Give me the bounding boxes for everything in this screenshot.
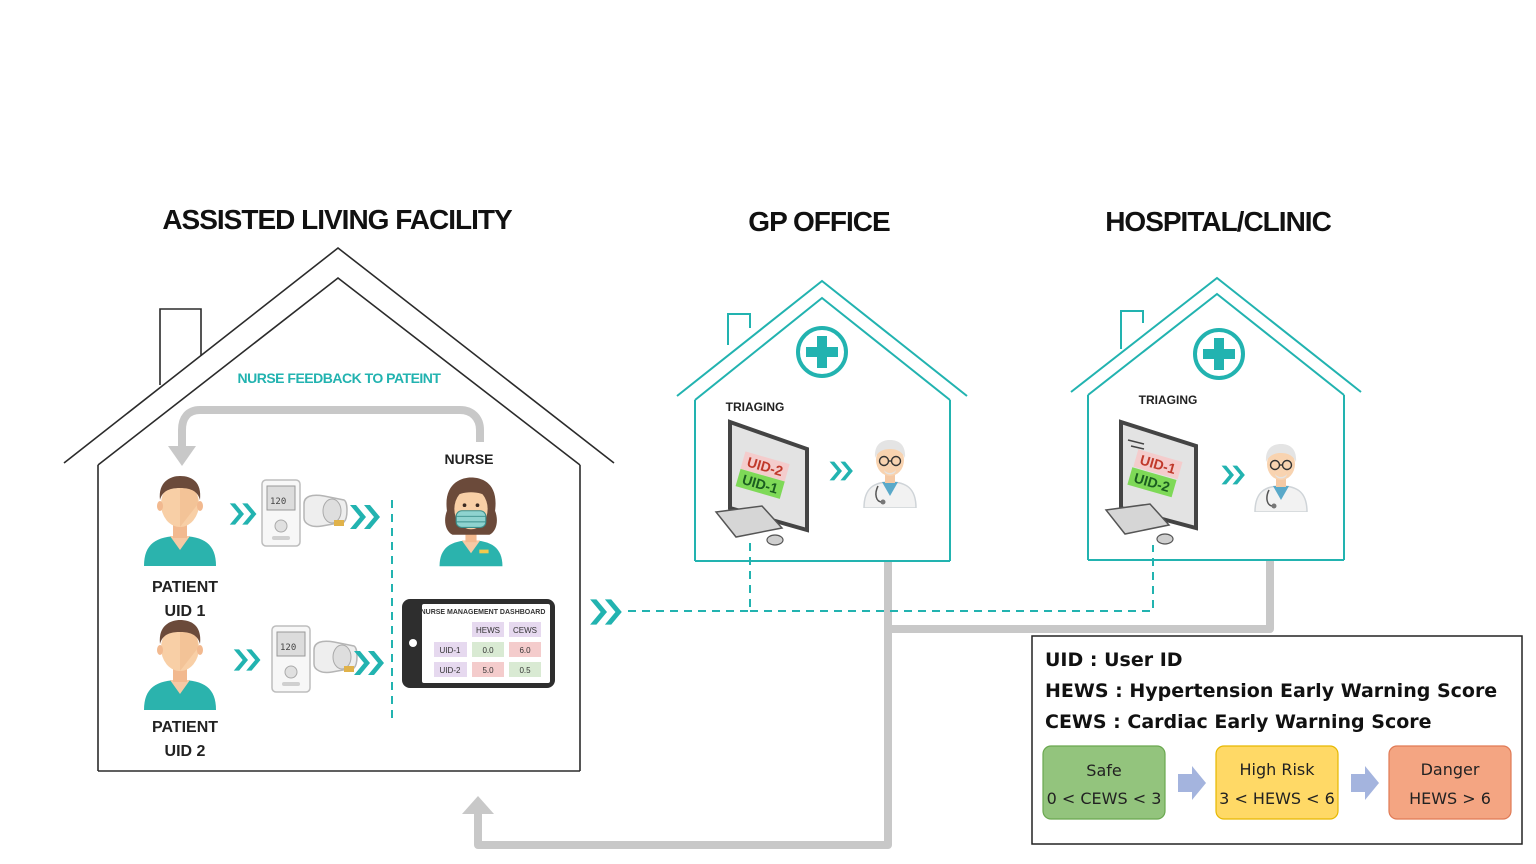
- hospital-triaging-label: TRIAGING: [1139, 393, 1198, 407]
- legend-line-uid: UID : User ID: [1045, 649, 1183, 671]
- level-danger-range: HEWS > 6: [1409, 789, 1491, 808]
- patient-avatar-icon: [144, 620, 216, 710]
- level-arrow-2: [1351, 766, 1379, 800]
- double-chevron-icon: [590, 599, 622, 625]
- double-chevron-icon: [829, 461, 853, 481]
- gp-office-house: [676, 279, 968, 562]
- return-path: [474, 560, 1274, 849]
- assisted-living-house: [63, 246, 615, 772]
- nurse-feedback-label: NURSE FEEDBACK TO PATEINT: [238, 370, 442, 386]
- dashboard-title: NURSE MANAGEMENT DASHBOARD: [421, 609, 546, 616]
- gp-office-title: GP OFFICE: [748, 206, 890, 237]
- hospital-house: [1070, 276, 1362, 561]
- assisted-living-title: ASSISTED LIVING FACILITY: [162, 204, 513, 235]
- patient-2-label-line1: PATIENT: [152, 719, 218, 736]
- nurse-label: NURSE: [444, 451, 493, 467]
- level-arrow-1: [1178, 766, 1206, 800]
- gp-triaging-label: TRIAGING: [726, 400, 785, 414]
- blood-pressure-monitor-icon: [271, 625, 358, 693]
- dashboard-row2-uid: UID-2: [440, 666, 461, 675]
- patient-avatar-icon: [144, 476, 216, 566]
- data-transmission-line: [628, 540, 1154, 612]
- dashboard-row1-uid: UID-1: [440, 646, 461, 655]
- double-chevron-icon: [233, 649, 261, 671]
- double-chevron-icon: [350, 505, 380, 529]
- dashboard-row2-hews: 5.0: [482, 666, 494, 675]
- blood-pressure-monitor-icon: [261, 479, 348, 547]
- dashboard-table: [434, 622, 541, 677]
- double-chevron-icon: [1221, 465, 1245, 485]
- double-chevron-icon: [229, 503, 257, 525]
- level-safe-name: Safe: [1086, 761, 1121, 780]
- feedback-arrow-head: [168, 446, 196, 466]
- patient-2-label-line2: UID 2: [165, 743, 206, 760]
- return-arrow-head: [462, 796, 494, 814]
- patient-1-label-line2: UID 1: [165, 603, 206, 620]
- legend-line-cews: CEWS : Cardiac Early Warning Score: [1045, 711, 1432, 733]
- level-highrisk-box: [1215, 745, 1339, 820]
- medical-cross-icon: [796, 326, 848, 378]
- dashboard-header-hews: HEWS: [476, 626, 500, 635]
- legend-line-hews: HEWS : Hypertension Early Warning Score: [1045, 680, 1497, 702]
- dashboard-row1-hews: 0.0: [482, 646, 494, 655]
- nurse-avatar-icon: [438, 476, 504, 567]
- dashboard-row1-cews: 6.0: [519, 646, 531, 655]
- medical-cross-icon: [1193, 328, 1245, 380]
- level-safe-box: [1042, 745, 1166, 820]
- hospital-title: HOSPITAL/CLINIC: [1105, 206, 1331, 237]
- level-danger-name: Danger: [1421, 760, 1480, 779]
- dashboard-header-cews: CEWS: [513, 626, 537, 635]
- doctor-avatar-icon: [863, 439, 917, 508]
- doctor-avatar-icon: [1254, 443, 1308, 512]
- level-highrisk-name: High Risk: [1239, 760, 1315, 779]
- dashboard-row2-cews: 0.5: [519, 666, 531, 675]
- level-danger-box: [1388, 745, 1512, 820]
- double-chevron-icon: [354, 651, 384, 675]
- patient-1-label-line1: PATIENT: [152, 579, 218, 596]
- level-highrisk-range: 3 < HEWS < 6: [1219, 789, 1335, 808]
- level-safe-range: 0 < CEWS < 3: [1047, 789, 1162, 808]
- feedback-loop-arrow: [178, 406, 484, 448]
